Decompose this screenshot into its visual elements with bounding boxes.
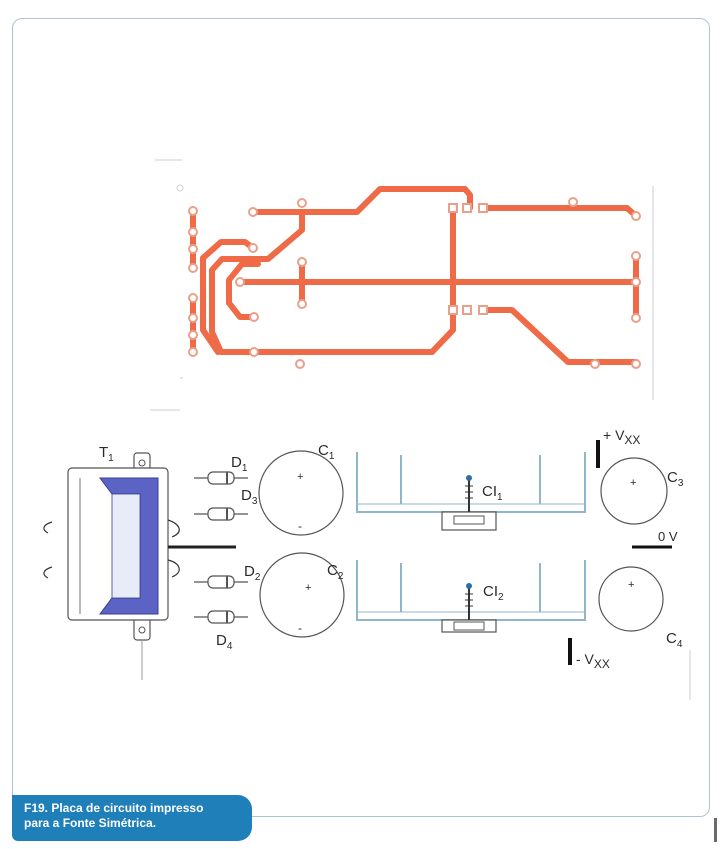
pad <box>248 243 258 253</box>
pad <box>631 251 641 261</box>
figure-frame <box>12 18 710 817</box>
trace-left-loop <box>200 239 256 355</box>
scan-marks <box>150 159 654 411</box>
diodes <box>194 471 248 624</box>
regulator-ci2 <box>441 583 497 633</box>
pad <box>631 313 641 323</box>
pcb-pads <box>188 197 641 369</box>
pad-square <box>462 305 472 315</box>
label-vpos: + VXX <box>603 427 640 447</box>
label-d3: D3 <box>241 487 258 507</box>
pad <box>631 359 641 369</box>
trace-inner-hook <box>226 261 261 320</box>
heatsink-ci1 <box>356 452 586 513</box>
caption-line-1: F19. Placa de circuito impresso <box>24 801 204 815</box>
edge-mark <box>714 818 717 842</box>
pad <box>297 299 307 309</box>
regulator-ci1 <box>441 475 497 531</box>
capacitor-c3 <box>600 457 668 525</box>
figure-caption: F19. Placa de circuito impresso para a F… <box>12 795 252 841</box>
capacitors-right <box>598 457 668 632</box>
pad <box>248 207 258 217</box>
label-d2: D2 <box>244 563 261 583</box>
capacitor-c4 <box>598 566 664 632</box>
pad-square <box>478 305 488 315</box>
pad-square <box>448 203 458 213</box>
pad <box>568 197 578 207</box>
pad-square <box>478 203 488 213</box>
diode-d3 <box>194 507 248 521</box>
capacitor-c1 <box>258 450 344 536</box>
capacitor-c2 <box>259 552 345 638</box>
c2-plus: + <box>305 582 311 594</box>
pad <box>188 313 198 323</box>
c3-plus: + <box>630 477 636 489</box>
heatsink-ci2 <box>356 560 586 621</box>
c1-minus: - <box>298 519 302 533</box>
diode-d1 <box>194 471 248 485</box>
c2-minus: - <box>298 621 302 635</box>
label-vneg: - VXX <box>576 651 610 671</box>
pad <box>249 312 259 322</box>
pad <box>188 227 198 237</box>
pad <box>297 198 307 208</box>
pad <box>188 347 198 357</box>
trace-diagonal-upper <box>209 209 305 355</box>
pad <box>188 293 198 303</box>
pad <box>188 330 198 340</box>
label-c3: C3 <box>667 469 684 489</box>
c1-plus: + <box>297 471 303 483</box>
diode-d2 <box>194 575 248 589</box>
capacitors-left <box>258 450 345 638</box>
label-zero-volt: 0 V <box>658 529 678 544</box>
trace-top-left <box>250 186 473 215</box>
trace-bottom-left <box>297 307 456 355</box>
pad <box>631 277 641 287</box>
pcb-traces <box>190 186 639 365</box>
pad-square <box>462 203 472 213</box>
diode-d4 <box>194 610 248 624</box>
label-c4: C4 <box>666 630 683 650</box>
label-t1: T1 <box>99 444 114 464</box>
caption-line-2: para a Fonte Simétrica. <box>24 816 157 830</box>
pad <box>249 347 259 357</box>
pad <box>631 211 641 221</box>
pad <box>188 206 198 216</box>
label-c1: C1 <box>318 442 335 462</box>
pad <box>295 359 305 369</box>
label-ci2: CI2 <box>483 583 504 603</box>
pad-square <box>448 305 458 315</box>
label-d1: D1 <box>231 454 248 474</box>
label-d4: D4 <box>216 632 233 652</box>
pad <box>590 359 600 369</box>
transformer-t1 <box>43 452 236 680</box>
label-ci1: CI1 <box>482 483 503 503</box>
pad <box>235 277 245 287</box>
pad <box>188 244 198 254</box>
pad <box>188 263 198 273</box>
trace-bottom-right <box>480 307 639 365</box>
label-c2: C2 <box>327 562 344 582</box>
c4-plus: + <box>628 579 634 591</box>
pad <box>297 257 307 267</box>
